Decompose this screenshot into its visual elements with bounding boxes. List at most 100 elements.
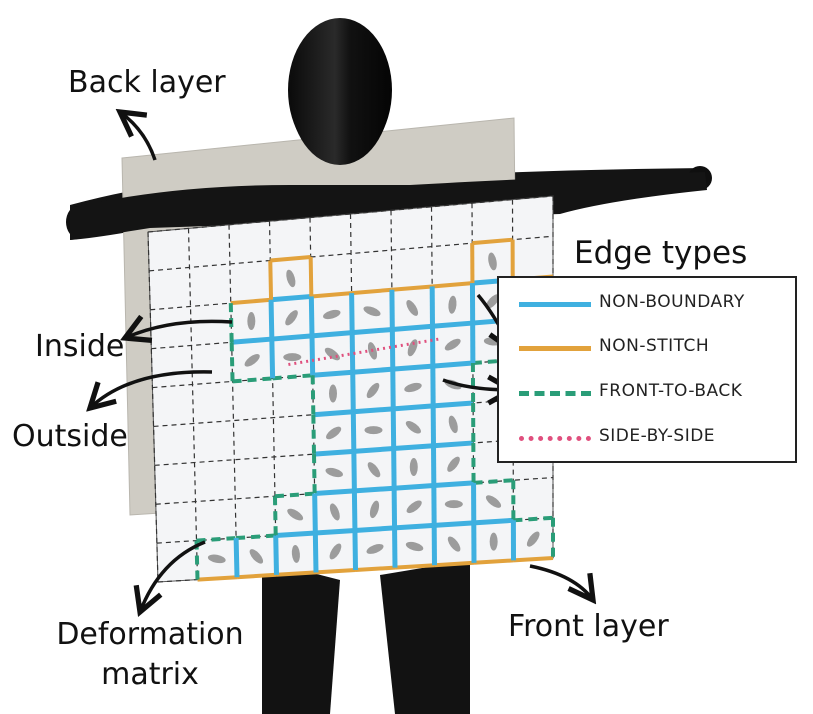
legend-swatch	[519, 436, 591, 441]
deformation-marker	[287, 508, 304, 521]
edge-overlay	[194, 237, 555, 582]
front-layer-label: Front layer	[508, 609, 669, 644]
edge-non-stitch	[315, 568, 356, 575]
edge-front-to-back	[311, 414, 316, 455]
legend-label: NON-BOUNDARY	[599, 292, 745, 312]
edge-non-boundary	[433, 480, 474, 489]
edge-non-stitch	[276, 570, 317, 577]
deformation-marker	[291, 544, 300, 563]
edge-non-boundary	[351, 326, 393, 336]
edge-non-stitch	[351, 287, 393, 296]
edge-non-stitch	[391, 284, 433, 292]
deformation-marker	[329, 384, 337, 403]
grid-line	[147, 195, 554, 233]
edge-non-boundary	[273, 535, 279, 575]
edge-non-boundary	[312, 369, 353, 378]
deformation-matrix-label-line1: Deformation	[56, 617, 244, 652]
edge-non-boundary	[313, 409, 354, 418]
deformation-matrix-label-line2: matrix	[101, 657, 199, 692]
edge-non-boundary	[432, 320, 473, 329]
legend-item-front-to-back: FRONT-TO-BACK	[499, 377, 795, 407]
legend-title: Edge types	[574, 235, 748, 271]
deformation-marker	[244, 353, 260, 367]
edge-non-stitch	[311, 291, 352, 299]
deformation-marker	[447, 456, 460, 472]
legend-item-non-stitch: NON-STITCH	[499, 332, 795, 362]
deformation-marker	[489, 532, 498, 551]
inside-label: Inside	[35, 329, 125, 364]
edge-non-boundary	[313, 448, 355, 457]
deformation-marker	[405, 541, 424, 552]
deformation-marker	[406, 300, 419, 316]
edge-non-boundary	[350, 411, 357, 452]
front-layer	[147, 195, 555, 583]
edge-non-boundary	[351, 490, 358, 531]
grid-line	[147, 231, 159, 583]
edge-non-stitch	[355, 565, 396, 572]
grid-line	[228, 224, 238, 578]
deformation-marker	[207, 554, 226, 564]
deformation-marker	[485, 495, 502, 508]
edge-front-to-back	[196, 536, 237, 543]
edge-non-boundary	[353, 446, 394, 454]
edge-non-boundary	[231, 336, 273, 345]
edge-front-to-back	[229, 342, 235, 382]
deformation-marker	[283, 353, 302, 362]
edge-non-boundary	[311, 330, 353, 339]
edge-non-boundary	[309, 335, 316, 376]
deformation-marker	[325, 467, 343, 478]
deformation-marker	[447, 536, 461, 552]
deformation-marker	[326, 426, 342, 440]
deformation-marker	[329, 543, 342, 560]
inside-arrow	[125, 321, 233, 338]
edge-types-legend: NON-BOUNDARY NON-STITCH FRONT-TO-BACK SI…	[497, 276, 797, 463]
edge-non-boundary	[392, 363, 434, 372]
legend-item-non-boundary: NON-BOUNDARY	[499, 288, 795, 318]
deformation-marker	[285, 310, 298, 326]
edge-non-boundary	[473, 517, 514, 526]
edge-non-stitch	[268, 260, 274, 300]
edge-non-stitch	[236, 572, 277, 580]
edge-non-stitch	[434, 560, 475, 568]
edge-front-to-back	[310, 375, 316, 415]
back-layer-label: Back layer	[68, 65, 226, 100]
deformation-marker	[247, 312, 256, 331]
edge-non-boundary	[353, 406, 394, 415]
legend-label: SIDE-BY-SIDE	[599, 426, 716, 446]
legend-label: NON-STITCH	[599, 336, 710, 356]
outside-label: Outside	[12, 419, 128, 454]
deformation-marker	[286, 269, 296, 288]
edge-non-boundary	[434, 520, 474, 528]
outside-arrow	[90, 370, 213, 408]
deformation-marker	[367, 462, 381, 478]
edge-non-boundary	[352, 530, 358, 571]
edge-non-boundary	[349, 293, 355, 333]
edge-non-boundary	[433, 440, 474, 449]
deformation-marker	[407, 339, 418, 357]
deformation-arrow	[140, 540, 206, 612]
edge-non-boundary	[349, 332, 356, 373]
deformation-marker	[406, 500, 422, 514]
legend-label: FRONT-TO-BACK	[599, 381, 743, 401]
edge-front-to-back	[274, 491, 315, 499]
edge-non-stitch	[270, 255, 311, 263]
edge-non-boundary	[352, 366, 393, 375]
edge-non-boundary	[393, 483, 435, 491]
deformation-marker	[448, 415, 458, 434]
edge-non-boundary	[270, 293, 312, 303]
edge-non-boundary	[432, 360, 474, 369]
edge-non-boundary	[269, 339, 276, 379]
edge-non-boundary	[392, 323, 433, 332]
edge-non-stitch	[473, 558, 514, 565]
legend-swatch	[519, 346, 591, 351]
edge-non-boundary	[233, 537, 240, 578]
edge-non-boundary	[314, 488, 355, 497]
edge-non-boundary	[308, 296, 315, 336]
legend-item-side-by-side: SIDE-BY-SIDE	[499, 422, 795, 452]
edge-non-boundary	[393, 443, 434, 452]
edge-non-boundary	[350, 372, 356, 412]
edge-non-boundary	[271, 333, 313, 342]
deformation-marker	[323, 309, 341, 320]
back-layer-arrow	[120, 112, 157, 161]
edge-non-boundary	[315, 527, 356, 536]
